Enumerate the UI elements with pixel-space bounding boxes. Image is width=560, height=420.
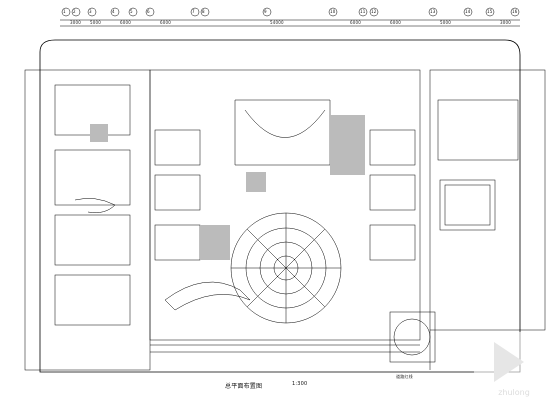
- dimension-label: 6000: [160, 20, 171, 25]
- grid-label: 2: [73, 9, 76, 14]
- grid-label: 10: [330, 9, 336, 14]
- grid-label: 12: [371, 9, 377, 14]
- dimension-label: 3000: [70, 20, 81, 25]
- grid-label: 4: [112, 9, 115, 14]
- grid-label: 14: [465, 9, 471, 14]
- grid-label: 8: [202, 9, 205, 14]
- drawing-scale: 1:300: [292, 381, 308, 387]
- grid-label: 7: [192, 9, 195, 14]
- dimension-label: 5000: [90, 20, 101, 25]
- dimension-label: 3000: [500, 20, 511, 25]
- drawing-title: 总平面布置图: [225, 383, 263, 390]
- grid-label: 11: [360, 9, 366, 14]
- dimension-label: 6000: [350, 20, 361, 25]
- grid-label: 6: [147, 9, 150, 14]
- grid-label: 16: [512, 9, 518, 14]
- bottom-road-label: 道路红线: [396, 374, 413, 379]
- grid-label: 1: [63, 9, 66, 14]
- dimension-label: 6000: [120, 20, 131, 25]
- dimension-label: 6000: [390, 20, 401, 25]
- grid-label: 9: [264, 9, 267, 14]
- grid-label: 5: [130, 9, 133, 14]
- dimension-label: 54000: [270, 20, 284, 25]
- grid-label: 15: [487, 9, 493, 14]
- dimension-label: 5000: [440, 20, 451, 25]
- grid-label: 13: [430, 9, 436, 14]
- grid-label: 3: [89, 9, 92, 14]
